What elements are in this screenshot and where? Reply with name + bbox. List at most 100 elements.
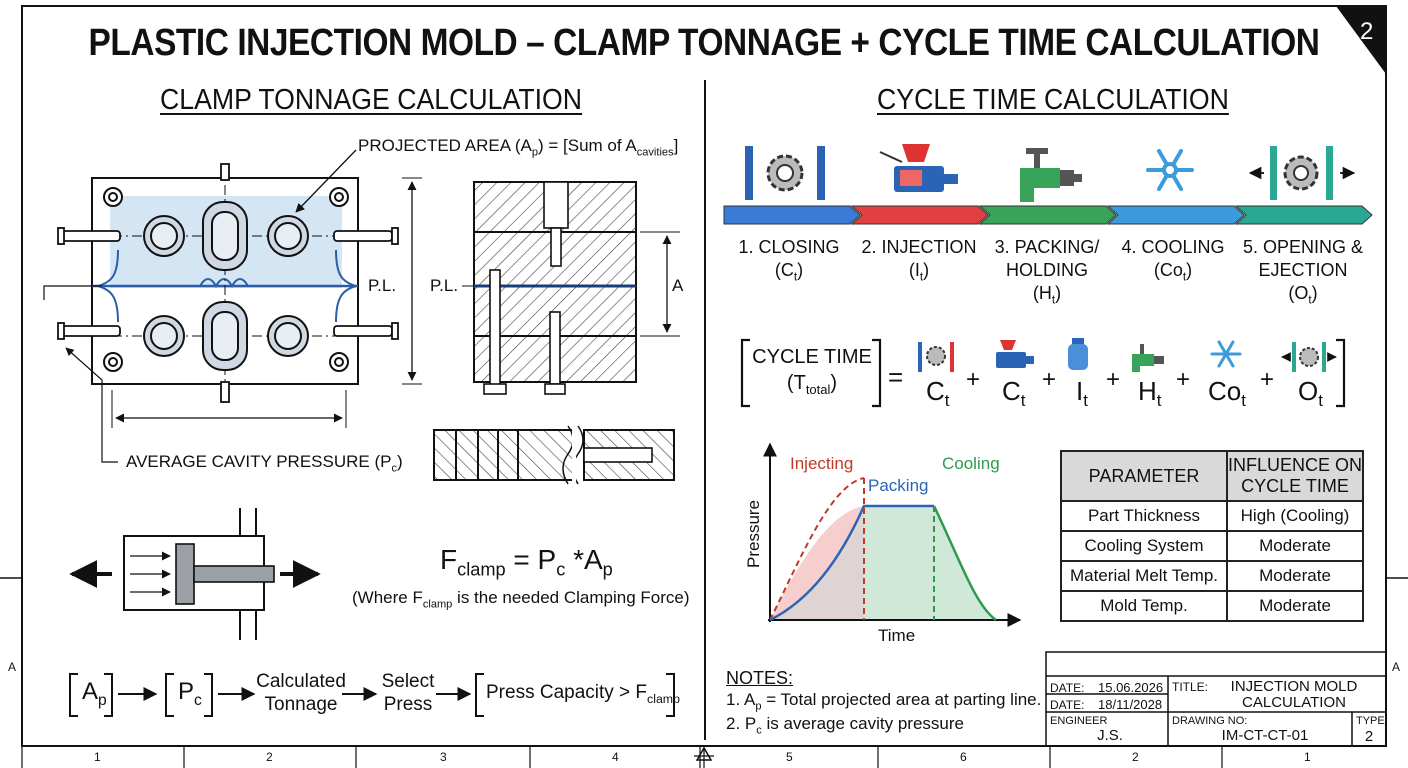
eq-packing-icon bbox=[1132, 344, 1164, 372]
cycle-plus-2: + bbox=[1042, 366, 1057, 393]
dimension-a-label: A bbox=[672, 276, 684, 295]
flow-ap: Ap bbox=[82, 678, 107, 709]
table-cell: Mold Temp. bbox=[1060, 590, 1228, 622]
injection-icon bbox=[879, 144, 958, 192]
table-cell: Part Thickness bbox=[1060, 500, 1228, 532]
page-title: PLASTIC INJECTION MOLD – CLAMP TONNAGE +… bbox=[88, 22, 1320, 64]
parting-line-label-plan: P.L. bbox=[368, 276, 397, 295]
step-closing: 1. CLOSING (Ct) bbox=[738, 237, 840, 284]
tb-engineer-label: ENGINEER bbox=[1050, 715, 1108, 727]
zone-number: 3 bbox=[440, 750, 447, 764]
notes-heading: NOTES: bbox=[726, 668, 794, 688]
clamp-flow-diagram bbox=[69, 673, 675, 717]
table-header-parameter: PARAMETER bbox=[1060, 450, 1228, 502]
note-2: 2. Pc is average cavity pressure bbox=[726, 714, 964, 737]
cycle-plus-1: + bbox=[966, 366, 981, 393]
table-row: Part Thickness High (Cooling) bbox=[1060, 500, 1364, 532]
graph-y-label: Pressure bbox=[744, 499, 763, 569]
zone-number: 4 bbox=[612, 750, 619, 764]
title-block bbox=[1045, 651, 1387, 747]
clamp-force-formula: Fclamp = Pc *Ap bbox=[440, 544, 613, 580]
projected-area-label: PROJECTED AREA (Ap) = [Sum of Acavities] bbox=[358, 136, 679, 159]
center-mark-icon bbox=[694, 746, 714, 768]
clamp-section-heading: CLAMP TONNAGE CALCULATION bbox=[160, 84, 583, 116]
zone-ruler bbox=[21, 746, 1223, 768]
tb-engineer-value: J.S. bbox=[1097, 727, 1123, 744]
table-cell: Moderate bbox=[1226, 530, 1364, 562]
mold-section-view bbox=[462, 181, 680, 395]
zone-number: 1 bbox=[94, 750, 101, 764]
closing-icon bbox=[745, 146, 825, 200]
zone-number: 2 bbox=[1132, 750, 1139, 764]
cycle-equation-brackets bbox=[740, 338, 1346, 408]
table-cell: Moderate bbox=[1226, 590, 1364, 622]
cycle-term-injection: It bbox=[1076, 376, 1088, 411]
eq-injection-icon bbox=[996, 340, 1034, 368]
timeline-segment bbox=[1106, 205, 1245, 225]
eq-opening-icon bbox=[1281, 342, 1337, 372]
opening-icon bbox=[1248, 146, 1356, 200]
packing-icon bbox=[1020, 148, 1082, 202]
step-injection: 2. INJECTION (It) bbox=[861, 237, 977, 284]
sheet-corner-badge bbox=[1336, 6, 1386, 74]
tb-type-value: 2 bbox=[1364, 728, 1374, 745]
zone-number: 1 bbox=[1304, 750, 1311, 764]
sheet-number-badge: 2 bbox=[1360, 18, 1374, 45]
cycle-plus-3: + bbox=[1106, 366, 1121, 393]
cycle-term-opening: Ot bbox=[1298, 376, 1323, 411]
tb-date-1: 15.06.2026 bbox=[1098, 680, 1164, 695]
clamp-cylinder-diagram bbox=[69, 508, 321, 640]
cycle-timeline bbox=[723, 205, 1373, 225]
tb-date-2: 18/11/2028 bbox=[1098, 697, 1163, 712]
cycle-parameter-table: PARAMETER INFLUENCE ON CYCLE TIME Part T… bbox=[1060, 450, 1364, 622]
table-row: Mold Temp. Moderate bbox=[1060, 590, 1364, 622]
tb-type-label: TYPE bbox=[1356, 715, 1385, 727]
eq-snowflake-icon bbox=[1210, 340, 1242, 368]
parting-line-label-section: P.L. bbox=[430, 276, 459, 295]
tb-date-label-1: DATE: bbox=[1050, 681, 1085, 695]
cycle-term-injection-c: Ct bbox=[1002, 376, 1026, 411]
note-1: 1. Ap = Total projected area at parting … bbox=[726, 690, 1042, 713]
table-row: Material Melt Temp. Moderate bbox=[1060, 560, 1364, 592]
step-cooling: 4. COOLING (Cot) bbox=[1121, 237, 1225, 284]
table-cell: Cooling System bbox=[1060, 530, 1228, 562]
table-cell: Moderate bbox=[1226, 560, 1364, 592]
cycle-eq-sign: = bbox=[888, 362, 904, 392]
phase-label-cooling: Cooling bbox=[942, 454, 1000, 473]
cycle-term-cooling: Cot bbox=[1208, 376, 1246, 411]
tb-title-label: TITLE: bbox=[1172, 680, 1209, 694]
zone-number: 5 bbox=[786, 750, 793, 764]
eq-bottle-icon bbox=[1068, 338, 1088, 370]
snowflake-icon bbox=[1146, 149, 1194, 191]
table-cell: Material Melt Temp. bbox=[1060, 560, 1228, 592]
pressure-time-graph bbox=[763, 442, 1022, 627]
tb-date-label-2: DATE: bbox=[1050, 698, 1085, 712]
clamp-force-note: (Where Fclamp is the needed Clamping For… bbox=[352, 588, 690, 611]
zone-letter-right: A bbox=[1392, 660, 1401, 674]
cycle-time-lhs: CYCLE TIME (Ttotal) bbox=[752, 346, 872, 397]
zone-number: 6 bbox=[960, 750, 967, 764]
mold-plan-view bbox=[43, 149, 422, 463]
zone-number: 2 bbox=[266, 750, 273, 764]
cycle-section-heading: CYCLE TIME CALCULATION bbox=[877, 84, 1229, 116]
step-packing-holding: 3. PACKING/ HOLDING (Ht) bbox=[994, 237, 1100, 307]
timeline-segment bbox=[1234, 205, 1373, 225]
cycle-term-closing: Ct bbox=[926, 376, 950, 411]
phase-label-packing: Packing bbox=[868, 476, 929, 495]
flow-press-capacity: Press Capacity > Fclamp bbox=[486, 682, 680, 706]
graph-x-label: Time bbox=[878, 626, 916, 645]
table-header-influence: INFLUENCE ON CYCLE TIME bbox=[1226, 450, 1364, 502]
cycle-term-holding: Ht bbox=[1138, 376, 1162, 411]
timeline-segment bbox=[850, 205, 989, 225]
eq-closing-icon bbox=[918, 342, 954, 372]
flow-pc: Pc bbox=[178, 678, 202, 709]
table-cell: High (Cooling) bbox=[1226, 500, 1364, 532]
timeline-segment bbox=[723, 205, 861, 225]
cycle-plus-4: + bbox=[1176, 366, 1191, 393]
plate-strip-detail bbox=[433, 425, 675, 485]
phase-label-injecting: Injecting bbox=[790, 454, 854, 473]
